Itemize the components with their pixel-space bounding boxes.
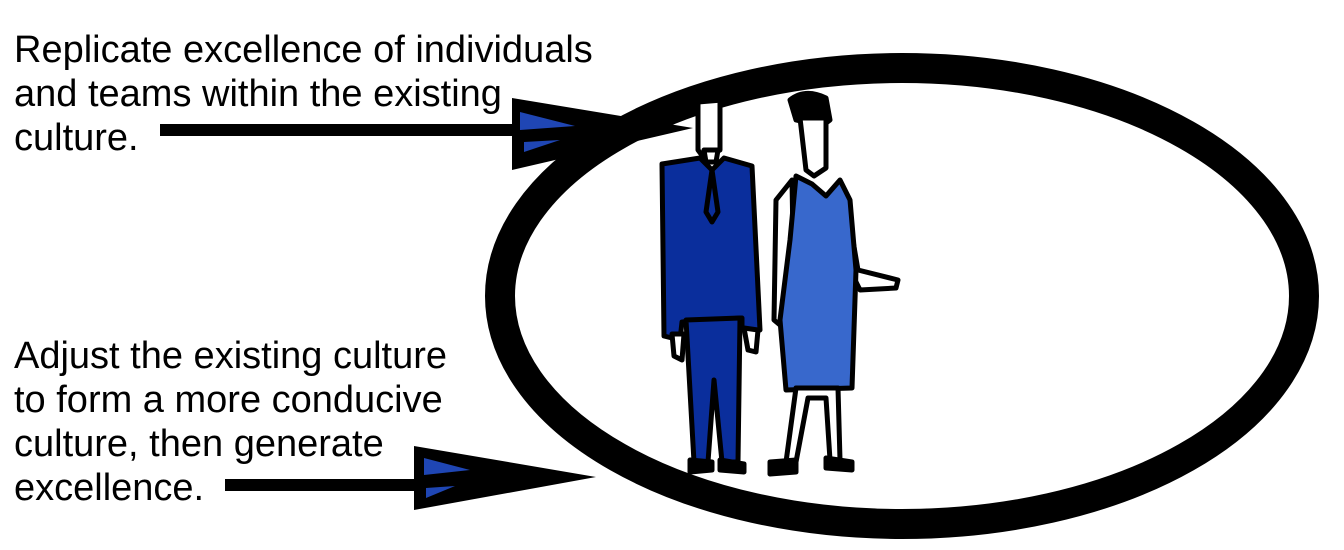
- man-hair: [693, 83, 725, 105]
- top-arrow-head: [512, 98, 693, 170]
- bottom-arrow-head: [414, 446, 596, 510]
- bottom-annotation-line: culture, then generate: [14, 423, 384, 465]
- top-arrow-shaft: [160, 124, 520, 136]
- bottom-annotation-line: to form a more conducive: [14, 379, 443, 421]
- bottom-arrow-shaft: [225, 479, 425, 491]
- top-annotation-line: Replicate excellence of individuals: [14, 29, 593, 71]
- woman-shoe-left: [767, 457, 799, 477]
- bottom-annotation: Adjust the existing culture to form a mo…: [14, 334, 447, 510]
- woman-legs: [783, 385, 843, 465]
- man-hand-right: [741, 325, 761, 355]
- man-figure: [659, 83, 763, 475]
- top-annotation-line: and teams within the existing: [14, 73, 502, 115]
- bottom-arrow-accent: [424, 458, 470, 475]
- top-annotation-line: culture.: [14, 117, 139, 159]
- woman-figure: [767, 91, 901, 477]
- top-arrow-accent: [520, 112, 575, 130]
- bottom-arrow-accent-2: [426, 486, 455, 498]
- culture-ring: [485, 53, 1319, 539]
- top-annotation: Replicate excellence of individuals and …: [14, 28, 593, 160]
- woman-shoe-right: [823, 455, 855, 473]
- woman-head: [797, 115, 829, 179]
- top-arrow: [160, 98, 693, 170]
- man-shoe-right: [717, 457, 747, 475]
- man-lapel: [703, 167, 721, 225]
- man-hand-left: [669, 331, 687, 363]
- bottom-annotation-line: excellence.: [14, 467, 205, 509]
- bottom-annotation-line: Adjust the existing culture: [14, 335, 448, 377]
- top-arrow-accent-2: [524, 140, 560, 152]
- bottom-arrow: [225, 446, 596, 510]
- woman-dress: [777, 173, 859, 393]
- man-legs: [683, 315, 743, 465]
- man-shoe-left: [687, 457, 715, 475]
- man-neck: [701, 147, 721, 165]
